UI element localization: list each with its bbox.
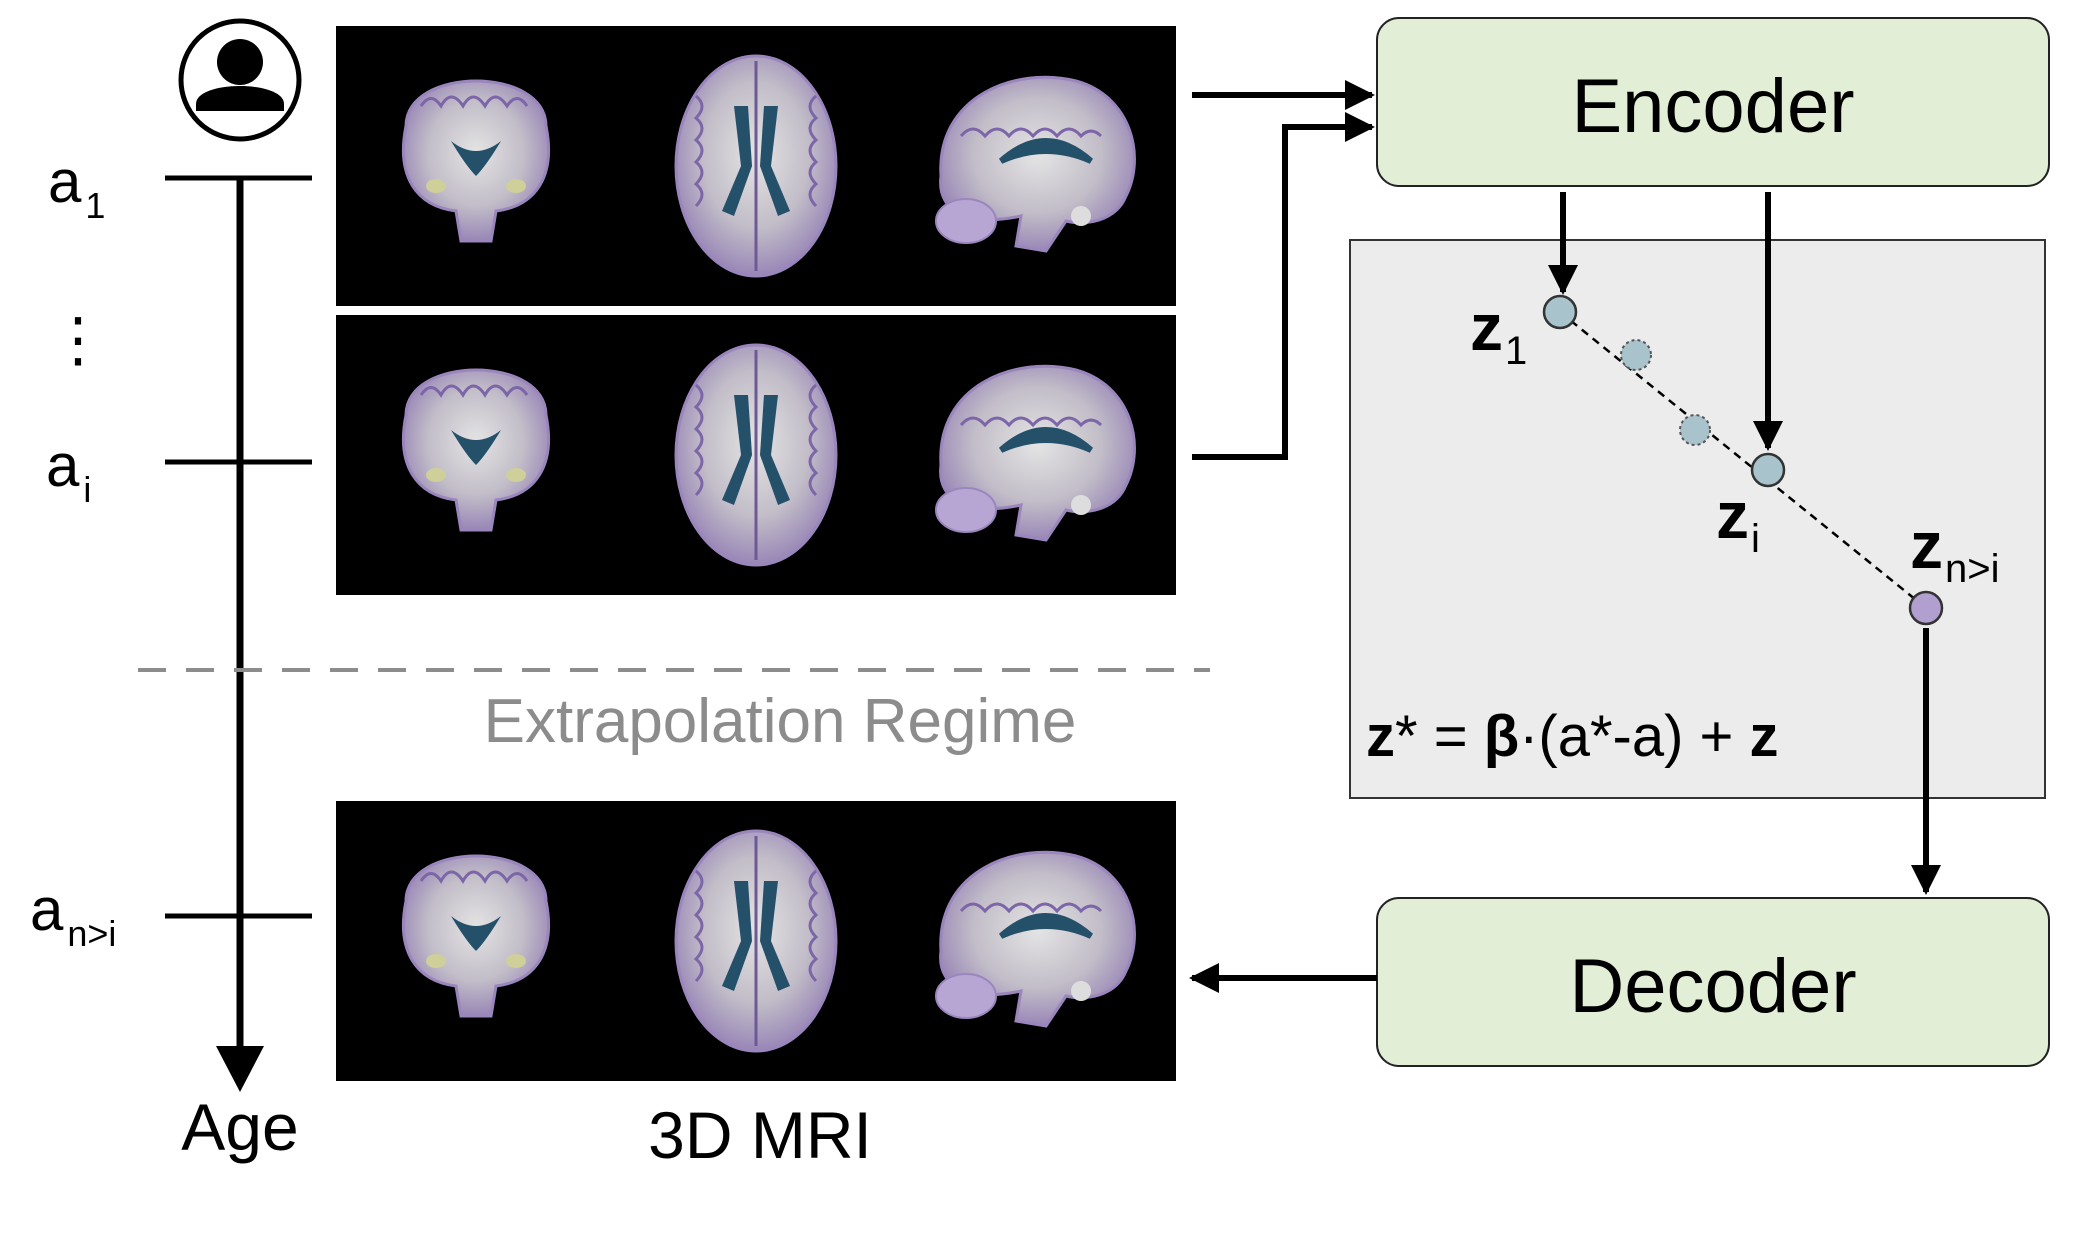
- mri-strip-a1: [336, 26, 1176, 306]
- latent-point-intermediate: [1620, 339, 1652, 371]
- svg-text:Encoder: Encoder: [1571, 64, 1854, 149]
- latent-point-intermediate: [1679, 414, 1711, 446]
- regime-label: Extrapolation Regime: [484, 687, 1077, 756]
- mri-strip-ai: [336, 315, 1176, 595]
- latent-point-zn: [1908, 590, 1944, 626]
- latent-label-zn: zn>i: [1910, 508, 2000, 591]
- latent-label-zi: zi: [1716, 478, 1760, 561]
- latent-point-zi: [1750, 452, 1786, 488]
- svg-text:Decoder: Decoder: [1569, 944, 1856, 1029]
- timeline-dots: ⋮: [48, 306, 108, 373]
- encoder-box: Encoder: [1376, 17, 2050, 187]
- latent-label-z1: z1: [1470, 290, 1527, 373]
- latent-space-panel: [1349, 239, 2046, 799]
- latent-trajectory: [1559, 311, 1927, 609]
- decoder-box: Decoder: [1376, 897, 2050, 1067]
- age-axis: [216, 178, 264, 1092]
- arrow-ai-to-encoder: [1192, 112, 1375, 460]
- mri-strip-an: [336, 801, 1176, 1081]
- latent-equation: z* = β·(a*-a) + z: [1366, 704, 1779, 769]
- person-icon: [178, 18, 302, 142]
- axis-label-age: Age: [181, 1090, 298, 1164]
- latent-point-z1: [1542, 294, 1578, 330]
- mri-caption: 3D MRI: [648, 1098, 872, 1172]
